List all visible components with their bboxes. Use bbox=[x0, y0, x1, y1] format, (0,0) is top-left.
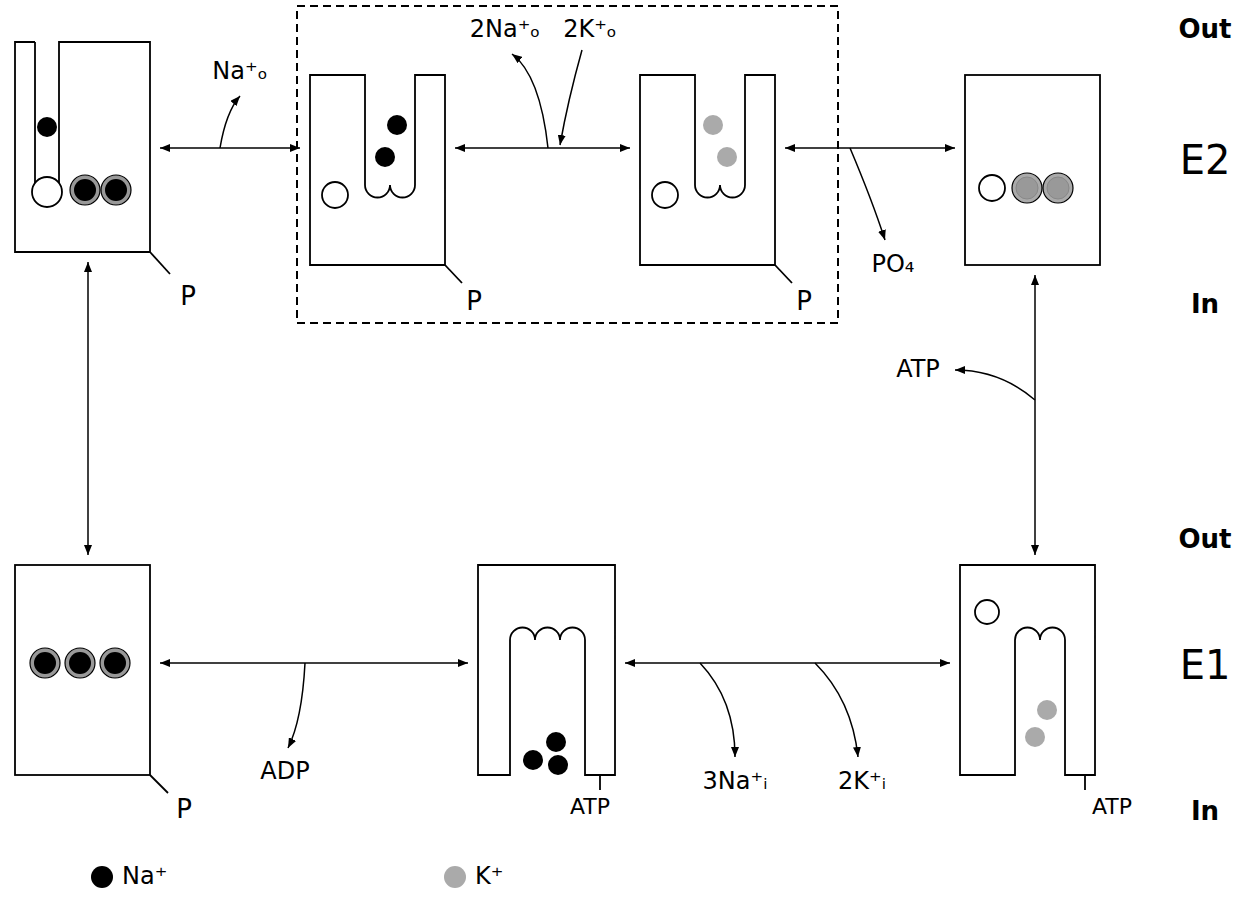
potassium-ion bbox=[1012, 173, 1042, 203]
pump-outline bbox=[1084, 775, 1086, 790]
reaction-arrow bbox=[220, 96, 240, 148]
reaction-label: ADP bbox=[258, 758, 311, 786]
sodium-ion bbox=[100, 648, 130, 678]
pump-outline bbox=[445, 265, 462, 283]
sodium-ion bbox=[105, 179, 127, 201]
sodium-ion bbox=[546, 732, 566, 752]
reaction-arrow bbox=[850, 148, 885, 240]
sodium-ion bbox=[523, 750, 543, 770]
side-label: Out bbox=[1178, 525, 1231, 555]
reaction-arrow bbox=[955, 370, 1035, 400]
reaction-label: 2Na⁺ₒ bbox=[470, 16, 541, 44]
pump-state: P bbox=[15, 565, 150, 775]
sodium-ion bbox=[104, 652, 126, 674]
sodium-ion bbox=[30, 648, 60, 678]
pump-state: P bbox=[15, 42, 150, 252]
side-label: In bbox=[1191, 290, 1219, 320]
reaction-label: 3Na⁺ᵢ bbox=[703, 768, 768, 796]
reaction-arrow bbox=[288, 663, 305, 748]
pump-outline bbox=[478, 565, 615, 775]
dashed-frame bbox=[297, 6, 838, 323]
pump-outline bbox=[979, 175, 1005, 201]
sodium-ion bbox=[74, 179, 96, 201]
reaction-arrow bbox=[560, 50, 582, 145]
pump-outline bbox=[652, 182, 678, 208]
legend-text: K⁺ bbox=[475, 863, 503, 891]
pump-state: ATP bbox=[478, 565, 615, 775]
side-label: Out bbox=[1178, 15, 1231, 45]
reaction-label: 2K⁺ₒ bbox=[563, 16, 617, 44]
pump-outline bbox=[32, 177, 62, 207]
sodium-ion bbox=[37, 117, 57, 137]
pump-state: P bbox=[640, 75, 775, 265]
state-label: ATP bbox=[1092, 794, 1132, 819]
state-label: P bbox=[176, 795, 192, 825]
pump-outline bbox=[775, 265, 792, 283]
reaction-label: 2K⁺ᵢ bbox=[838, 768, 886, 796]
pump-outline bbox=[310, 75, 445, 265]
sodium-ion bbox=[70, 175, 100, 205]
state-group-label: E1 bbox=[1180, 642, 1231, 688]
reaction-arrow bbox=[1034, 275, 1036, 555]
pump-outline bbox=[15, 42, 150, 252]
pump-outline bbox=[15, 565, 150, 775]
sodium-ion bbox=[387, 115, 407, 135]
sodium-ion bbox=[375, 147, 395, 167]
state-group-label: E2 bbox=[1180, 137, 1231, 183]
reaction-arrow bbox=[160, 662, 468, 664]
reaction-arrow bbox=[160, 147, 300, 149]
state-label: P bbox=[466, 287, 482, 317]
reaction-label: ATP bbox=[896, 356, 940, 384]
potassium-ion bbox=[1037, 700, 1057, 720]
reaction-label: Na⁺ₒ bbox=[210, 58, 269, 86]
pump-outline bbox=[975, 600, 999, 624]
sodium-ion bbox=[30, 115, 568, 775]
sodium-ion bbox=[101, 175, 131, 205]
pump-outline bbox=[640, 75, 775, 265]
pump-outline bbox=[150, 252, 170, 274]
pump-outline bbox=[34, 42, 36, 183]
sodium-ion bbox=[69, 652, 91, 674]
sodium-ion bbox=[548, 755, 568, 775]
pump-state: ATP bbox=[960, 565, 1095, 775]
potassium-ion bbox=[1047, 177, 1069, 199]
reaction-arrow bbox=[625, 662, 950, 664]
dashed-frame bbox=[297, 6, 838, 323]
legend-swatch bbox=[91, 866, 113, 888]
pump-outline bbox=[150, 775, 168, 793]
state-label: P bbox=[180, 282, 196, 312]
reaction-arrow bbox=[815, 663, 858, 757]
side-label: In bbox=[1191, 797, 1219, 827]
reaction-arrow bbox=[700, 663, 735, 757]
pump-outline bbox=[960, 565, 1095, 775]
potassium-ion bbox=[703, 115, 1073, 747]
state-label: ATP bbox=[570, 794, 610, 819]
reaction-arrow bbox=[455, 147, 630, 149]
reaction-arrow bbox=[785, 147, 955, 149]
legend-swatch bbox=[444, 866, 466, 888]
reaction-arrow bbox=[220, 50, 1035, 757]
potassium-ion bbox=[1025, 727, 1045, 747]
pump-outline bbox=[322, 182, 348, 208]
pump-outline bbox=[599, 775, 601, 790]
potassium-ion bbox=[1016, 177, 1038, 199]
pump-outline bbox=[15, 42, 1100, 793]
pump-outline bbox=[965, 75, 1100, 265]
legend-text: Na⁺ bbox=[122, 863, 167, 891]
potassium-ion bbox=[1043, 173, 1073, 203]
potassium-ion bbox=[717, 147, 737, 167]
reaction-arrow bbox=[87, 262, 89, 555]
pump-state: P bbox=[310, 75, 445, 265]
potassium-ion bbox=[703, 115, 723, 135]
sodium-ion bbox=[34, 652, 56, 674]
reaction-label: PO₄ bbox=[872, 251, 915, 279]
sodium-ion bbox=[65, 648, 95, 678]
reaction-arrow bbox=[512, 54, 548, 148]
state-label: P bbox=[796, 287, 812, 317]
